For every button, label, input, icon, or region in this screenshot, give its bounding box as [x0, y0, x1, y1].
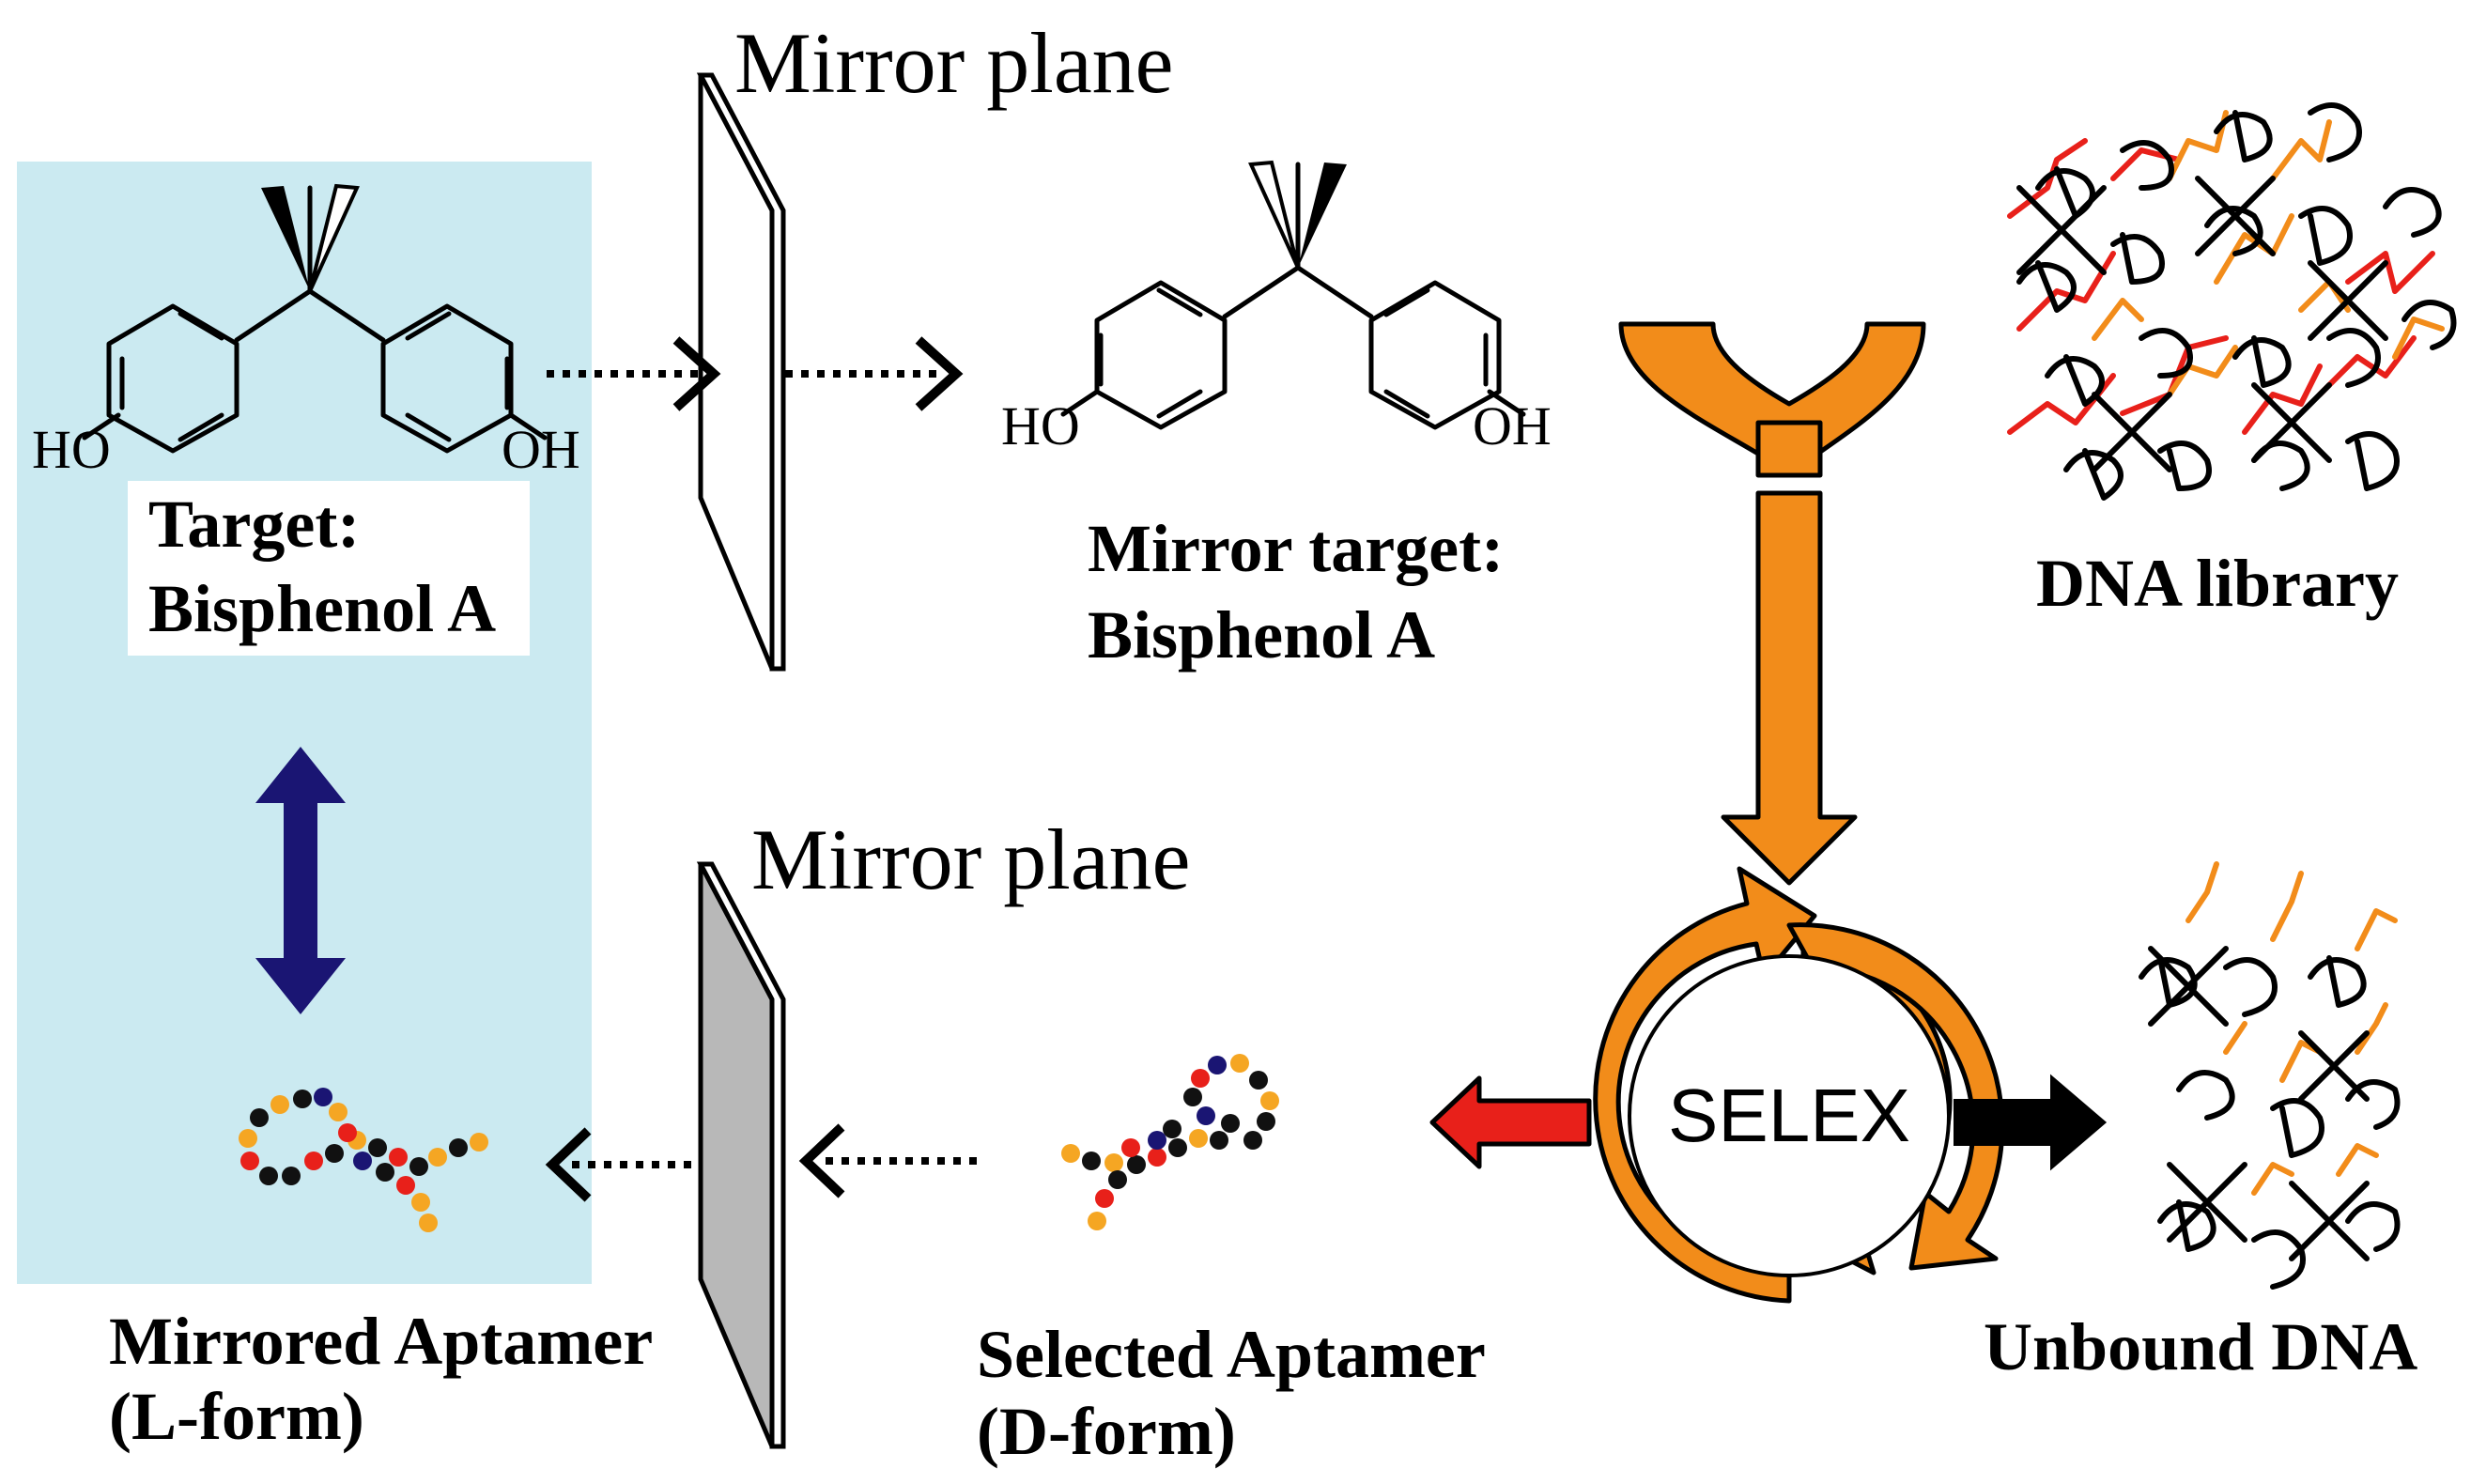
selected-aptamer-label-line2: (D-form) [977, 1394, 1236, 1469]
selex-center [1628, 954, 1951, 1277]
mirror-target-label-line1: Mirror target: [1088, 511, 1504, 586]
chevron-right-icon [915, 336, 964, 411]
mirror-plane-bottom-icon [696, 861, 786, 1449]
dna-library-cluster-icon [2007, 102, 2457, 501]
target-ho-label: HO [32, 419, 111, 480]
mirrored-aptamer-icon [239, 1088, 488, 1232]
binding-double-arrow-icon [255, 747, 346, 1014]
target-label-box [128, 481, 530, 656]
mirror-plane-top-label: Mirror plane [734, 15, 1174, 111]
target-label-line1: Target: [148, 487, 360, 562]
selex-label: SELEX [1668, 1074, 1910, 1157]
mirror-oh-label: OH [1473, 395, 1552, 456]
unbound-output-arrow-icon [1954, 1074, 2108, 1171]
mirror-ho-label: HO [1001, 395, 1080, 456]
mirror-target-label-line2: Bisphenol A [1088, 597, 1435, 672]
chevron-right-icon [672, 336, 721, 411]
mirrored-aptamer-label-line2: (L-form) [109, 1379, 364, 1454]
unbound-dna-label: Unbound DNA [1984, 1309, 2417, 1384]
l-form-panel [17, 162, 592, 1284]
selected-aptamer-label-line1: Selected Aptamer [977, 1317, 1486, 1392]
mirrored-aptamer-label-line1: Mirrored Aptamer [109, 1304, 653, 1379]
target-oh-label: OH [502, 419, 580, 480]
mirrored-bisphenol-a-structure-icon [1063, 162, 1523, 427]
chevron-left-icon [545, 1127, 592, 1202]
chevron-left-icon [798, 1123, 845, 1198]
selected-aptamer-icon [1061, 1054, 1279, 1230]
unbound-dna-cluster-icon [2139, 861, 2401, 1290]
mirror-plane-bottom-label: Mirror plane [751, 812, 1191, 907]
selex-input-arrow [1618, 321, 1926, 886]
bound-output-arrow-icon [1429, 1075, 1592, 1169]
dna-library-label: DNA library [2036, 546, 2399, 621]
target-label-line2: Bisphenol A [148, 571, 496, 646]
